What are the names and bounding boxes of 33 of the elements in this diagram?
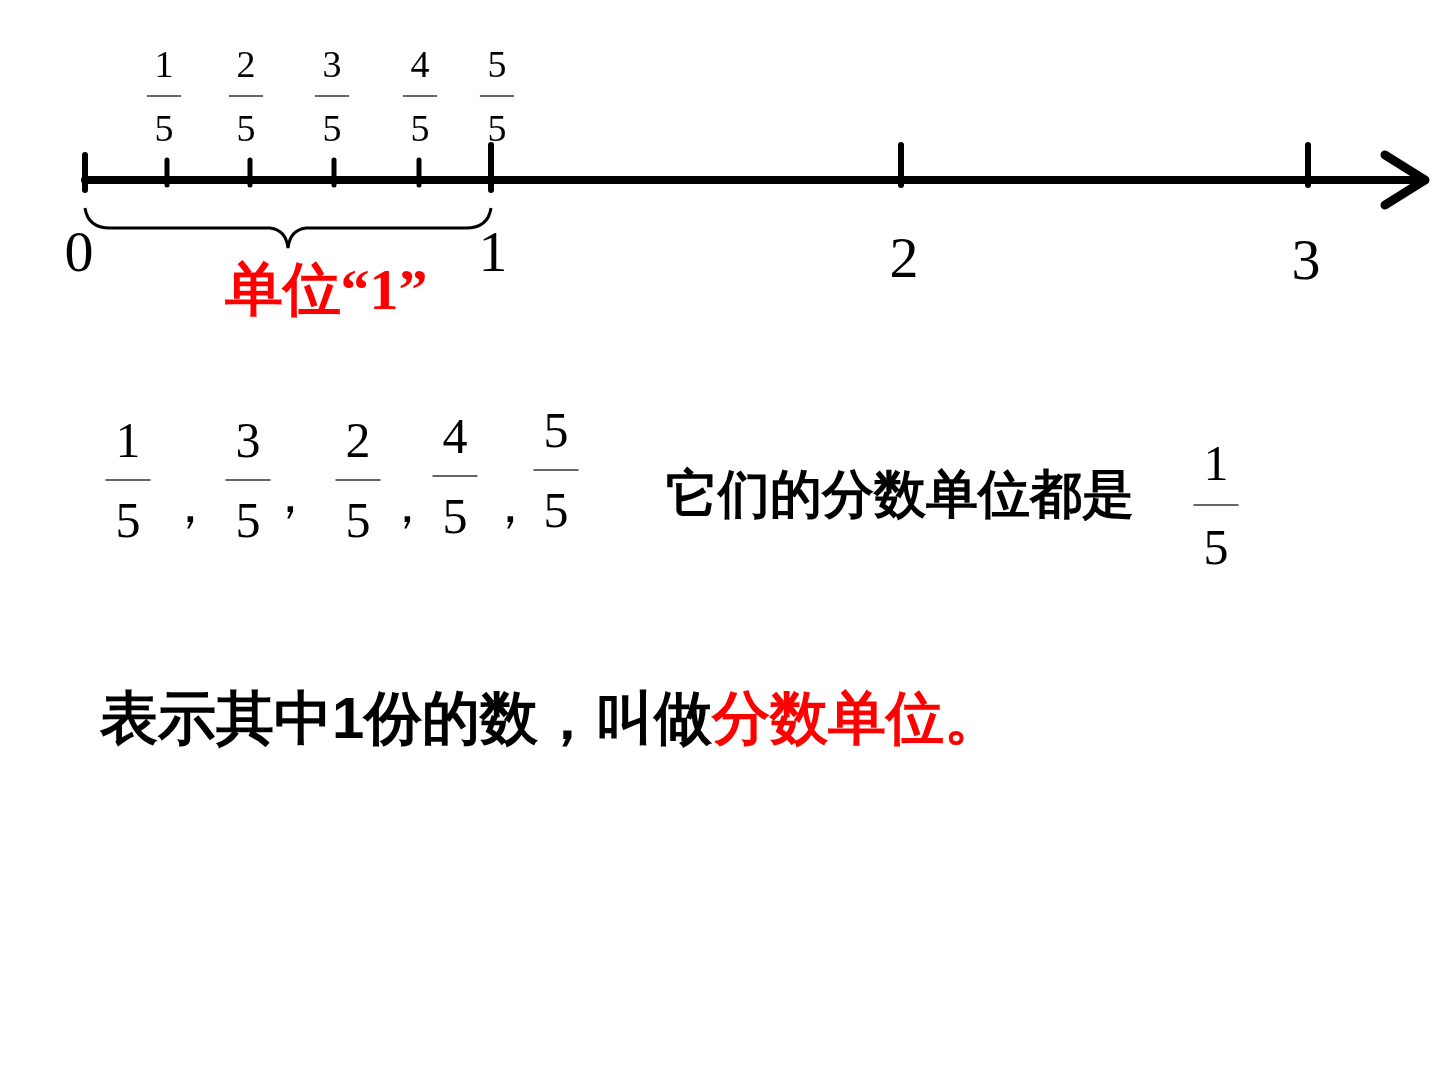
fraction-denominator: 5 <box>1203 522 1229 572</box>
comma: ， <box>382 480 432 530</box>
fraction-numerator: 1 <box>154 45 174 83</box>
fraction-numerator: 5 <box>487 45 507 83</box>
fraction-denominator: 5 <box>154 109 174 147</box>
fraction-numerator: 3 <box>235 415 261 465</box>
fraction-denominator: 5 <box>115 495 141 545</box>
tick-number: 3 <box>1291 231 1321 289</box>
fraction-denominator: 5 <box>345 495 371 545</box>
fraction-denominator: 5 <box>235 495 261 545</box>
fraction-numerator: 1 <box>1203 438 1229 488</box>
fraction-denominator: 5 <box>487 109 507 147</box>
fraction-numerator: 3 <box>322 45 342 83</box>
fraction-denominator: 5 <box>322 109 342 147</box>
definition-text: 分数单位。 <box>712 689 1003 747</box>
fraction-numerator: 5 <box>543 405 569 455</box>
comma: ， <box>485 480 535 530</box>
fraction-numerator: 1 <box>115 415 141 465</box>
comma: ， <box>165 480 215 530</box>
tick-number: 1 <box>478 223 508 281</box>
fraction-denominator: 5 <box>410 109 430 147</box>
fraction-denominator: 5 <box>543 485 569 535</box>
fraction-numerator: 4 <box>410 45 430 83</box>
definition-text: 表示其中1份的数，叫做 <box>100 689 713 747</box>
tick-number: 2 <box>889 229 919 287</box>
fraction-numerator: 2 <box>236 45 256 83</box>
fraction-numerator: 4 <box>442 411 468 461</box>
tick-number: 0 <box>64 223 94 281</box>
unit-label: 单位“1” <box>224 261 428 319</box>
comma: ， <box>265 470 315 520</box>
fraction-denominator: 5 <box>236 109 256 147</box>
fraction-numerator: 2 <box>345 415 371 465</box>
fraction-denominator: 5 <box>442 491 468 541</box>
